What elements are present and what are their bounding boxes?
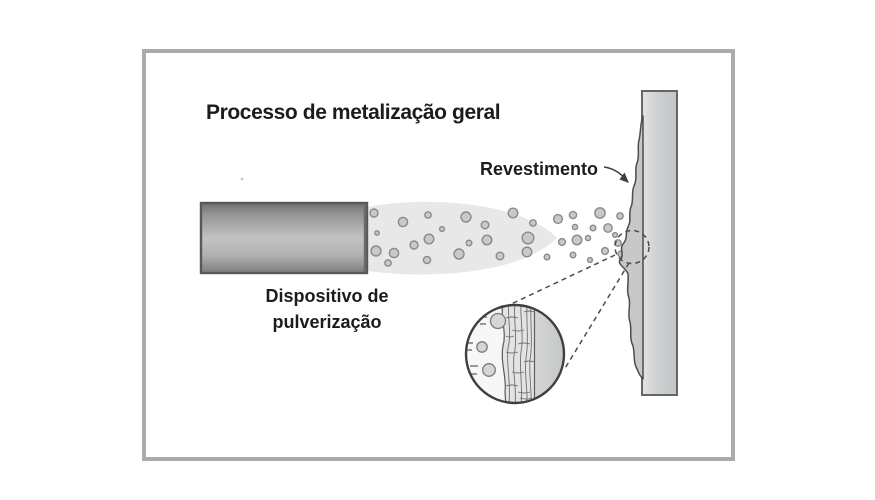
coating-arrow	[603, 166, 629, 183]
coating-label: Revestimento	[479, 159, 598, 179]
magnifier-connectors	[506, 254, 630, 371]
diagram-title: Processo de metalização geral	[206, 101, 501, 124]
spray-device-label: Dispositivo de pulverização	[246, 283, 408, 335]
coating-layer	[618, 115, 644, 380]
spray-plume	[368, 201, 557, 275]
stray-speck	[240, 177, 244, 181]
substrate	[641, 90, 678, 396]
focus-circle	[614, 229, 650, 265]
spray-device-label-line1: Dispositivo de	[265, 286, 389, 306]
spray-device-label-line2: pulverização	[272, 312, 382, 332]
magnifier-inset	[464, 303, 566, 405]
spray-device	[199, 201, 369, 275]
impacting-particles	[476, 312, 507, 377]
